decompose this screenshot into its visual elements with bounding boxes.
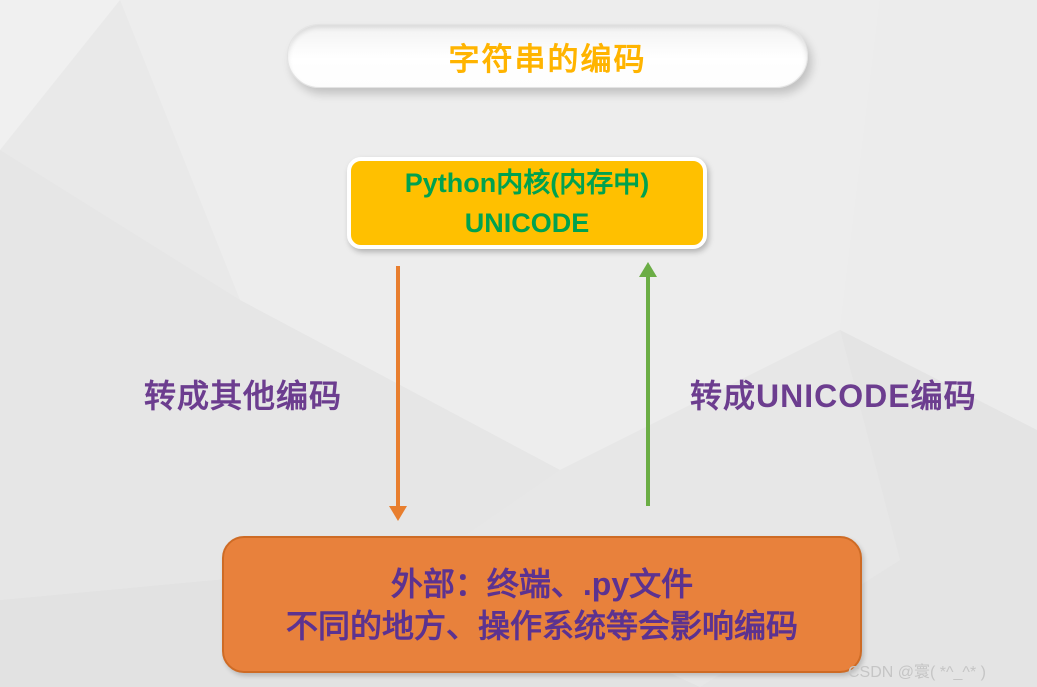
arrow-up-shaft (646, 275, 650, 506)
arrow-down-icon (389, 266, 407, 521)
watermark: CSDN @寰( *^_^* ) (848, 664, 986, 681)
title-banner: 字符串的编码 (287, 24, 808, 88)
external-box-line1: 外部：终端、.py文件 (390, 565, 694, 602)
right-arrow-label: 转成UNICODE编码 (690, 378, 977, 414)
page-title: 字符串的编码 (448, 41, 647, 77)
unicode-box: Python内核(内存中) UNICODE (347, 157, 707, 249)
external-box: 外部：终端、.py文件 不同的地方、操作系统等会影响编码 (222, 536, 862, 673)
arrow-down-shaft (396, 266, 400, 508)
external-box-line2: 不同的地方、操作系统等会影响编码 (285, 607, 798, 644)
arrow-down-head (389, 506, 407, 521)
left-arrow-label: 转成其他编码 (144, 378, 343, 414)
arrow-up-icon (639, 262, 657, 507)
unicode-box-line1: Python内核(内存中) (404, 168, 650, 198)
unicode-box-line2: UNICODE (464, 208, 590, 238)
arrow-up-head (639, 262, 657, 277)
